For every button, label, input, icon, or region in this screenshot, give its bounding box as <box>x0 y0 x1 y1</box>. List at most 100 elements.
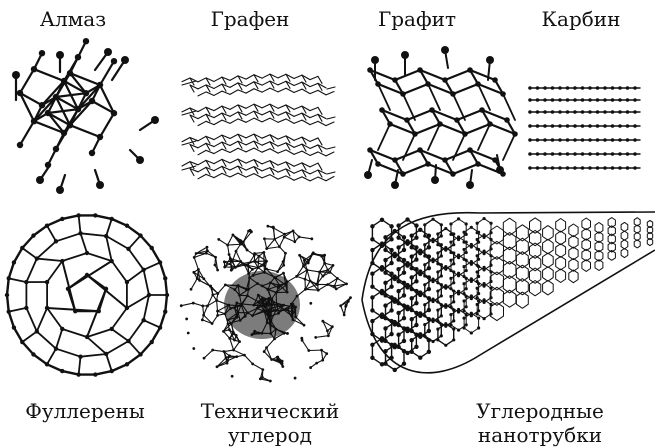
bond <box>214 77 222 81</box>
atom <box>401 51 409 59</box>
atom <box>603 98 607 102</box>
atom <box>45 362 49 366</box>
atom <box>198 279 201 282</box>
atom <box>431 297 434 300</box>
bond <box>310 90 318 93</box>
atom <box>233 339 236 342</box>
bond <box>318 138 322 145</box>
bond <box>224 350 234 351</box>
bond <box>310 121 318 124</box>
bond <box>453 94 465 120</box>
bond <box>267 348 272 360</box>
bond <box>106 219 112 236</box>
atom <box>17 90 23 96</box>
atom <box>235 334 238 337</box>
atom <box>482 266 485 269</box>
atom <box>462 265 465 268</box>
bond <box>214 84 222 88</box>
atom <box>482 217 485 220</box>
atom <box>626 98 630 102</box>
atom <box>12 71 20 79</box>
atom <box>410 275 414 279</box>
atom <box>414 345 418 349</box>
atom <box>536 86 540 90</box>
atom <box>618 110 622 114</box>
atom <box>410 296 414 300</box>
atom <box>263 264 266 267</box>
bond <box>270 175 278 179</box>
atom <box>551 110 555 114</box>
atom <box>462 282 465 285</box>
atom <box>423 254 426 257</box>
bond <box>302 89 310 93</box>
atom <box>380 289 384 293</box>
atom <box>104 48 112 56</box>
atom <box>626 86 630 90</box>
atom <box>85 335 89 339</box>
atom <box>216 292 219 295</box>
atom <box>489 222 492 225</box>
atom <box>125 306 129 310</box>
atom <box>440 294 443 297</box>
atom <box>414 279 418 283</box>
atom <box>449 251 452 254</box>
atom <box>315 362 318 365</box>
bond <box>337 278 346 284</box>
atom <box>110 369 114 373</box>
atom <box>405 283 409 287</box>
bond <box>9 308 27 312</box>
bond <box>228 244 241 245</box>
atom <box>423 334 426 337</box>
atom <box>151 116 159 124</box>
atom <box>201 319 204 322</box>
bond <box>262 175 270 178</box>
atom <box>141 318 145 322</box>
atom <box>258 255 261 258</box>
atom <box>370 272 374 276</box>
label-graphite: Графит <box>362 8 472 30</box>
atom <box>573 86 577 90</box>
nanotube-structure <box>362 212 655 373</box>
atom <box>543 152 547 156</box>
atom <box>393 229 397 233</box>
atom <box>566 166 570 170</box>
atom <box>476 231 479 234</box>
ring <box>556 269 566 283</box>
atom <box>321 320 324 323</box>
ring <box>543 281 554 295</box>
bond <box>278 88 286 92</box>
bond <box>294 137 302 140</box>
atom <box>462 241 465 244</box>
atom <box>581 86 585 90</box>
atom <box>536 166 540 170</box>
atom <box>423 294 426 297</box>
bond <box>230 141 238 145</box>
bond <box>262 111 270 115</box>
atom <box>273 238 276 241</box>
atom <box>410 266 414 270</box>
atom <box>396 345 400 349</box>
atom <box>470 331 473 334</box>
atom <box>440 254 443 257</box>
atom <box>379 107 385 113</box>
bond <box>223 331 229 338</box>
atom <box>596 98 600 102</box>
atom <box>380 265 384 269</box>
bond <box>230 134 238 138</box>
label-technical-carbon-line2: углерод <box>190 424 350 446</box>
bond <box>278 119 286 122</box>
atom <box>596 86 600 90</box>
bond <box>246 111 254 115</box>
atom <box>618 152 622 156</box>
atom <box>470 243 473 246</box>
bond <box>453 164 478 174</box>
atom <box>326 269 329 272</box>
bond <box>218 285 225 294</box>
atom <box>431 238 434 241</box>
atom <box>282 264 285 267</box>
atom <box>543 110 547 114</box>
atom <box>262 251 265 254</box>
atom <box>633 86 637 90</box>
bond <box>230 148 238 152</box>
atom <box>626 166 630 170</box>
